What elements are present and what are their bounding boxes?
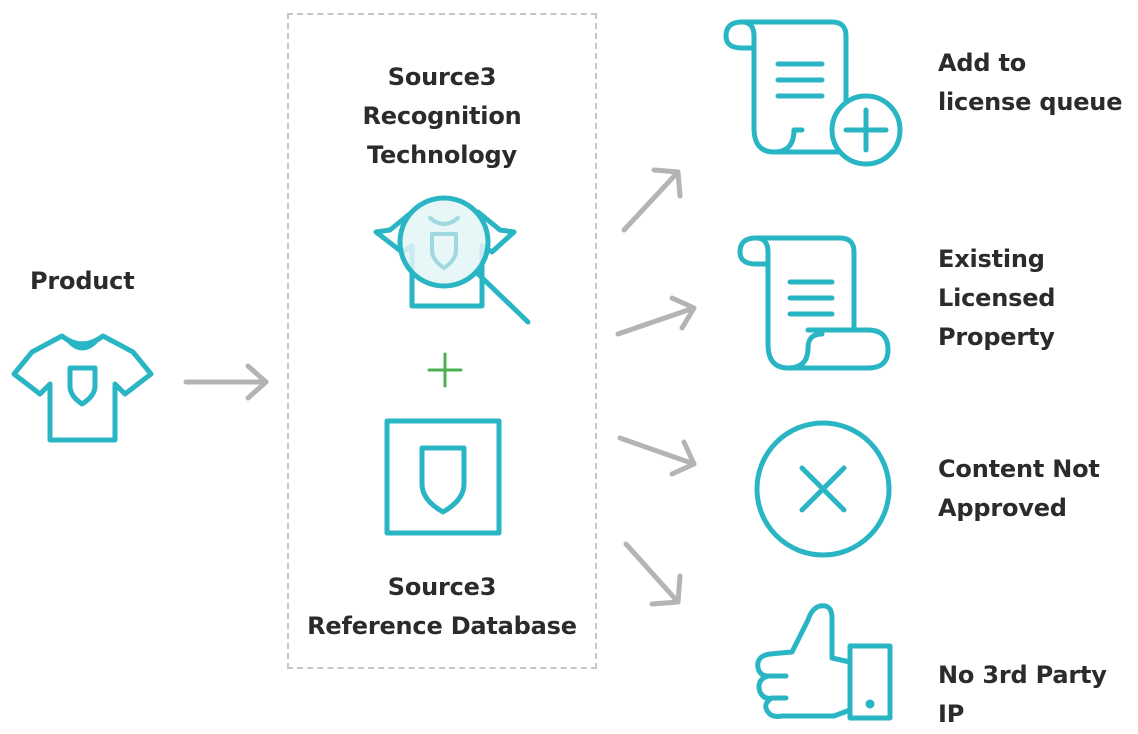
- outcome-add-to-license-queue-label: Add to license queue: [938, 49, 1123, 116]
- magnifier-tshirt-icon: [372, 190, 542, 330]
- outcome-no-3rd-party-ip-label: No 3rd Party IP: [938, 661, 1107, 728]
- scroll-icon: [736, 234, 896, 374]
- arrow-right-icon: [182, 362, 272, 402]
- reference-database-label: Source3 Reference Database: [307, 573, 577, 640]
- outcome-existing-licensed-property-label: Existing Licensed Property: [938, 245, 1056, 351]
- shield-box-icon: [384, 418, 502, 536]
- x-circle-icon: [752, 418, 894, 560]
- arrow-up-right-icon: [616, 160, 696, 240]
- recognition-technology-label: Source3 Recognition Technology: [362, 63, 522, 169]
- arrow-slight-down-right-icon: [614, 432, 704, 482]
- tshirt-icon: [10, 330, 155, 445]
- scroll-plus-icon: [722, 18, 912, 168]
- plus-icon: [425, 350, 465, 390]
- thumbs-up-icon: [752, 600, 898, 722]
- arrow-slight-up-right-icon: [612, 292, 702, 342]
- outcome-content-not-approved-label: Content Not Approved: [938, 455, 1100, 522]
- recognition-process-box: [287, 13, 597, 669]
- arrow-down-right-icon: [620, 538, 700, 618]
- product-label: Product: [30, 267, 135, 295]
